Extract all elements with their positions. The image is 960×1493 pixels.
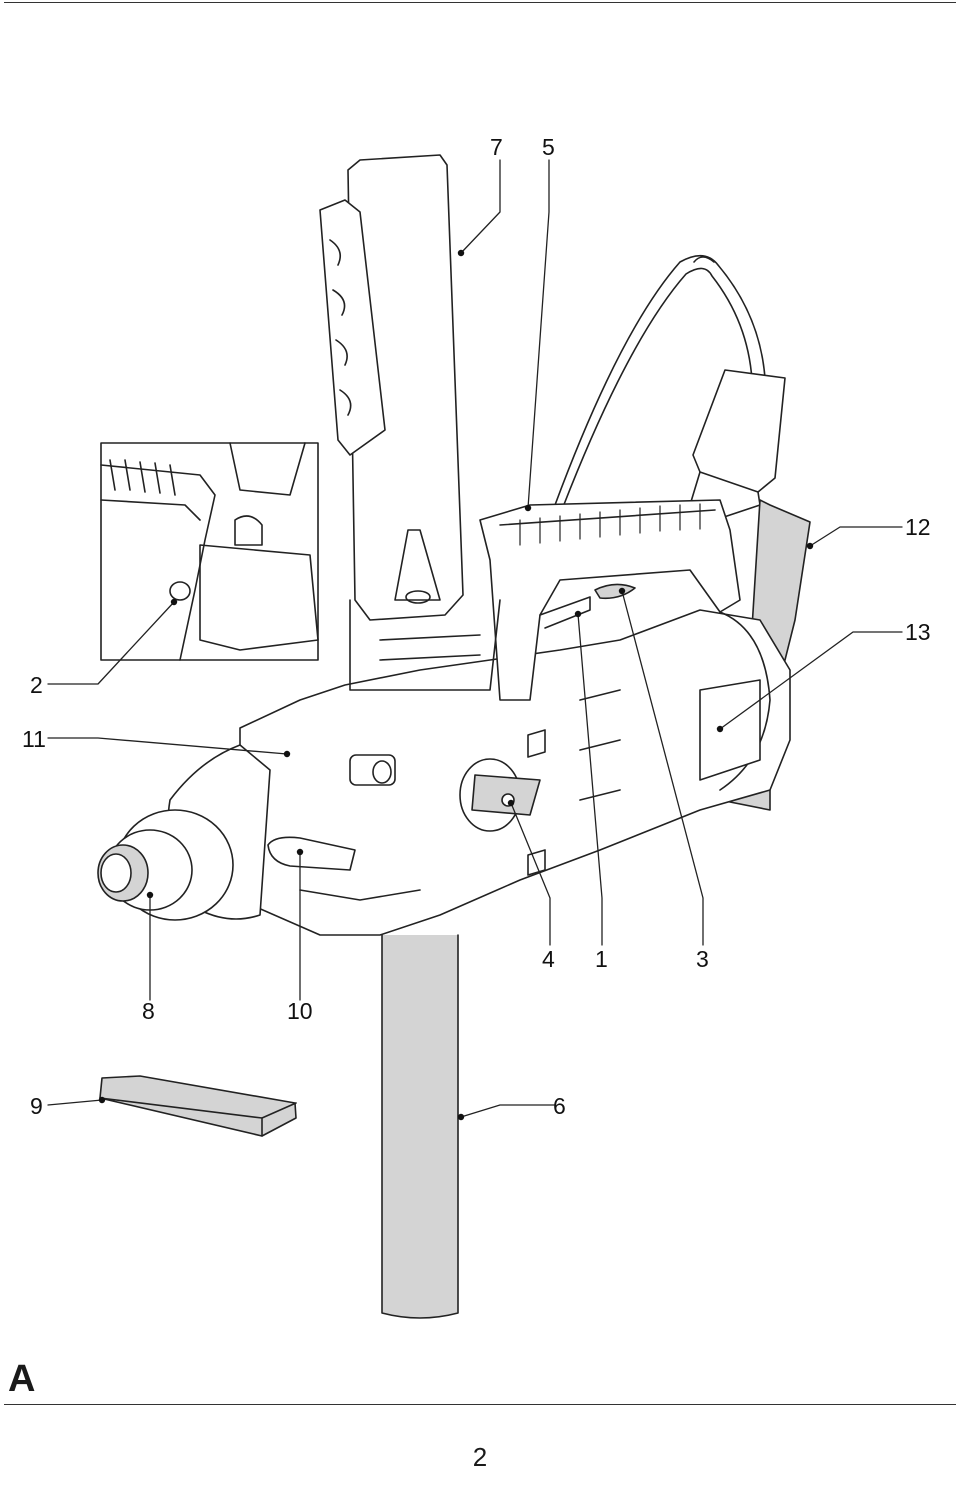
top-handle	[479, 499, 741, 701]
cord-guard	[689, 369, 786, 521]
body-details	[267, 729, 546, 901]
callout-1: 1	[595, 946, 608, 972]
top-rule	[4, 2, 956, 3]
side-handle	[319, 154, 501, 691]
gear-selector-knob	[459, 758, 541, 832]
callout-7: 7	[490, 134, 503, 160]
callout-10: 10	[287, 998, 313, 1024]
callout-9: 9	[30, 1093, 43, 1119]
leader-dots	[98, 249, 814, 1121]
callout-5: 5	[542, 134, 555, 160]
figure-letter: A	[8, 1358, 36, 1400]
support-column	[381, 934, 459, 1319]
page-number: 2	[472, 1442, 488, 1472]
power-cord	[554, 254, 766, 508]
spindle-nose	[97, 744, 271, 921]
callout-11: 11	[22, 726, 46, 752]
callout-13: 13	[905, 619, 931, 645]
callout-4: 4	[542, 946, 555, 972]
leader-lines	[47, 159, 903, 1118]
callout-6: 6	[553, 1093, 566, 1119]
callout-8: 8	[142, 998, 155, 1024]
wedge-drift	[99, 1075, 297, 1137]
motor-housing	[239, 609, 791, 936]
callout-3: 3	[696, 946, 709, 972]
bottom-rule	[4, 1404, 956, 1405]
callout-2: 2	[30, 672, 43, 698]
callout-12: 12	[905, 514, 931, 540]
inset-detail	[100, 442, 319, 661]
